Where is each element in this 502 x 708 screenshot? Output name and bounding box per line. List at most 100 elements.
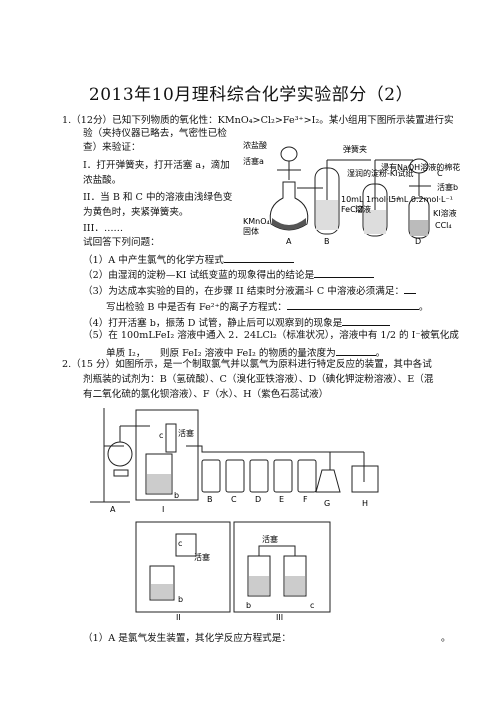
q1-sub5b-period: 。 [375, 348, 386, 359]
label-A: A [286, 237, 292, 246]
label-D: D [415, 237, 421, 246]
label-hcl: 浓盐酸 [243, 140, 267, 150]
liquid-b-I [147, 474, 171, 493]
label-valve-II: 活塞 [194, 552, 210, 562]
label-fecl2-vol: 10mL 1mol·L⁻¹ [341, 195, 400, 204]
label-c: C [437, 169, 443, 178]
answer-blank-3b[interactable] [286, 299, 419, 310]
q1-prompt: 试回答下列问题： [83, 237, 160, 248]
label-naoh-cotton: 浸有NaOH溶液的棉花 [381, 162, 460, 172]
page-title: 2013年10月理科综合化学实验部分（2） [88, 85, 414, 105]
apparatus-G [315, 469, 341, 493]
label-B: B [207, 495, 213, 504]
label-F: F [303, 495, 308, 504]
q1-sub2-text: （2）由湿润的淀粉—KI 试纸变蓝的现象得出的结论是 [83, 270, 315, 281]
bottle-b-I [145, 453, 173, 495]
q1-apparatus-figure: 浓盐酸 活塞a 弹簧夹 湿润的淀粉-KI试纸 浸有NaOH溶液的棉花 C 活塞b… [243, 140, 460, 246]
q1-step1b: 浓盐酸。 [83, 175, 122, 186]
label-valve: 活塞 [178, 428, 194, 438]
label-b-III: b [246, 601, 251, 610]
label-ccl4: CCl₄ [435, 221, 452, 230]
bottle-C [225, 459, 245, 493]
bottle-b-II [149, 565, 175, 601]
q2-sub1-period: 。 [440, 633, 451, 644]
label-valve-III: 活塞 [262, 534, 278, 544]
q1-sub4: （4）打开活塞 b，振荡 D 试管，静止后可以观察到的现象是 [83, 315, 391, 330]
bottle-B [201, 459, 221, 493]
label-solid: 固体 [243, 226, 259, 236]
q2-stem-line2: 剂瓶装的试剂为：B（氢硫酸）、C（溴化亚铁溶液）、D（碘化钾淀粉溶液）、E（混 [83, 374, 434, 385]
label-c-III: c [310, 601, 314, 610]
bottle-D [249, 459, 269, 493]
label-spring-clip: 弹簧夹 [343, 144, 367, 154]
box-I [135, 409, 199, 501]
label-H: H [362, 499, 368, 508]
label-E: E [279, 495, 284, 504]
tube-d [408, 197, 430, 239]
q1-sub3b-text: 写出检验 B 中是否有 Fe²⁺的离子方程式： [106, 302, 287, 313]
liquid-b-III [249, 576, 269, 595]
burner [113, 469, 129, 477]
kmno4-solid [272, 218, 306, 230]
q1-step3: III．…… [83, 223, 124, 234]
label-valve-a: 活塞a [243, 156, 264, 166]
label-c: c [159, 431, 163, 440]
q1-stem-line1: 1.（12分）已知下列物质的氧化性：KMnO₄>Cl₂>Fe³⁺>I₂。某小组用… [62, 115, 454, 126]
answer-blank-2[interactable] [314, 267, 375, 278]
bottle-E [273, 459, 293, 493]
q2-stem-line1: 2.（15 分）如图所示，是一个制取氯气并以氯气为原料进行特定反应的装置，其中各… [62, 359, 432, 370]
ccl4-layer [410, 220, 428, 236]
box-II [135, 521, 231, 613]
liquid-c [364, 210, 386, 234]
label-valve-b: 活塞b [437, 182, 458, 192]
label-D: D [255, 495, 261, 504]
label-starch-ki: 湿润的淀粉-KI试纸 [347, 168, 414, 178]
q1-sub3a-text: （3）为达成本实验的目的，在步骤 II 结束时分液漏斗 C 中溶液必须满足： [83, 286, 405, 297]
q1-step1a: I．打开弹簧夹，打开活塞 a，滴加 [83, 160, 230, 171]
q1-sub4-text: （4）打开活塞 b，振荡 D 试管，静止后可以观察到的现象是 [83, 318, 343, 329]
liquid-c-III [285, 576, 305, 595]
q1-sub3b: 写出检验 B 中是否有 Fe²⁺的离子方程式： 。 [106, 299, 428, 314]
q2-stem-line3: 有二氧化硫的氯化钡溶液）、F（水）、H（紫色石蕊试液） [83, 389, 329, 400]
answer-blank-4[interactable] [342, 315, 391, 326]
label-G: G [324, 499, 330, 508]
label-I: I [162, 505, 164, 514]
label-fecl2-name: FeCl2 [341, 205, 363, 214]
q1-step2b: 为黄色时，夹紧弹簧夹。 [83, 207, 189, 218]
label-kmno4: KMnO₄ [243, 217, 270, 226]
q2-apparatus-figure: c 活塞 b A I B C D E F G H c 活塞 b 活塞 b c I… [90, 408, 379, 622]
label-III: III [276, 613, 283, 622]
box-III [233, 521, 331, 613]
label-c-II: c [178, 539, 182, 548]
answer-blank-3a[interactable] [404, 283, 417, 294]
q2-sub1-text: （1）A 是氯气发生装置，其化学反应方程式是： [83, 633, 291, 644]
q1-sub2: （2）由湿润的淀粉—KI 试纸变蓝的现象得出的结论是 [83, 267, 375, 282]
q1-stem-line3: 查）来验证： [83, 142, 141, 153]
label-B: B [324, 237, 330, 246]
reservoir-c-II [175, 533, 197, 557]
liquid-b-II [151, 584, 173, 599]
q1-sub1: （1）A 中产生氯气的化学方程式 [83, 252, 294, 267]
gas-line [186, 445, 331, 470]
label-b-II: b [178, 595, 183, 604]
q1-sub3b-period: 。 [418, 302, 429, 313]
label-II: II [176, 613, 181, 622]
separatory-funnel [280, 146, 298, 162]
label-ki-name: KI溶液 [433, 208, 457, 218]
answer-blank-1[interactable] [223, 252, 294, 263]
label-A: A [110, 505, 116, 514]
label-fecl2-solution: 溶液 [355, 204, 371, 214]
q2-sub1: （1）A 是氯气发生装置，其化学反应方程式是： 。 [83, 631, 451, 645]
bottle-F [297, 459, 317, 493]
answer-blank-5[interactable] [335, 345, 376, 356]
q1-sub1-text: （1）A 中产生氯气的化学方程式 [83, 255, 224, 266]
label-b: b [174, 491, 179, 500]
label-ki-sol: 5mL 0.2mol·L⁻¹ [391, 195, 453, 204]
q1-sub5a: （5）在 100mLFeI₂ 溶液中通入 2．24LCl₂（标准状况），溶液中有… [83, 330, 459, 341]
answer-blank-q2-1[interactable] [291, 631, 441, 641]
q1-sub5b-text: 单质 I₂， 则原 FeI₂ 溶液中 FeI₂ 的物质的量浓度为 [106, 348, 336, 359]
reservoir-c [165, 423, 177, 453]
q1-sub5b: 单质 I₂， 则原 FeI₂ 溶液中 FeI₂ 的物质的量浓度为 。 [106, 345, 385, 360]
fecl2-liquid-b [316, 200, 338, 230]
q1-step2a: II．当 B 和 C 中的溶液由浅绿色变 [83, 192, 233, 203]
